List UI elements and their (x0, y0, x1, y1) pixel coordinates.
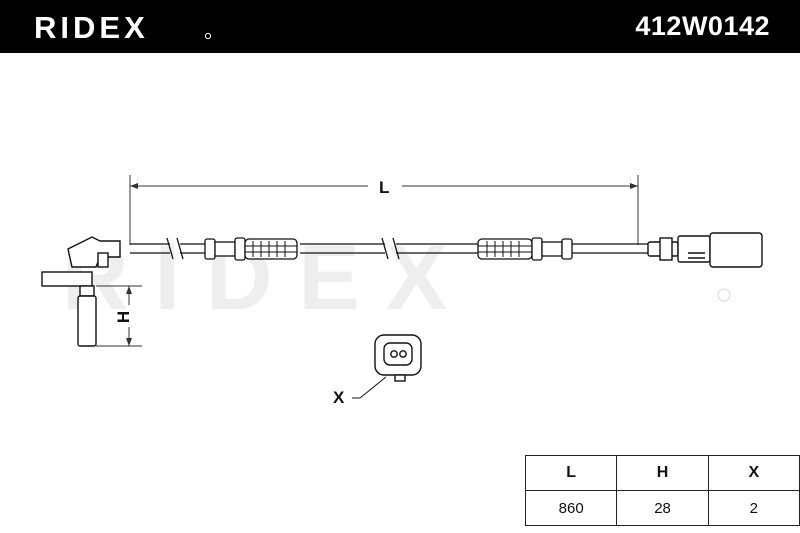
spec-value-h: 28 (616, 490, 709, 526)
height-dimension (96, 285, 142, 347)
technical-drawing: RIDEX L (41, 175, 763, 407)
height-label: H (114, 311, 133, 323)
spec-table-header: L H X (524, 455, 800, 491)
part-number: 412W0142 (635, 11, 770, 41)
header-bar: RIDEX 412W0142 (0, 0, 800, 53)
sensor-cable (130, 237, 648, 260)
sensor-head (41, 236, 121, 347)
spec-header-x: X (707, 455, 800, 491)
ridex-logo: RIDEX (34, 10, 212, 44)
cable-connector (647, 232, 763, 268)
length-label: L (379, 178, 389, 197)
spec-value-l: 860 (524, 490, 618, 526)
spec-value-x: 2 (707, 490, 800, 526)
length-dimension (129, 175, 639, 245)
connector-detail-x (352, 334, 422, 399)
spec-header-l: L (524, 455, 618, 491)
svg-text:RIDEX: RIDEX (34, 10, 149, 44)
cable-grommet-right (477, 237, 573, 261)
spec-header-h: H (616, 455, 709, 491)
cable-grommet-left (204, 237, 298, 261)
spec-table-values: 860 28 2 (524, 490, 800, 526)
spec-table: L H X 860 28 2 (524, 455, 800, 526)
detail-label: X (333, 388, 345, 407)
